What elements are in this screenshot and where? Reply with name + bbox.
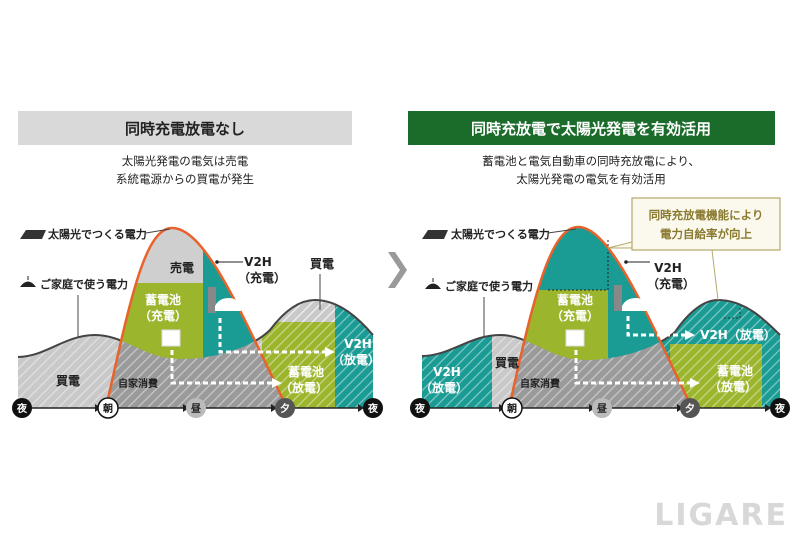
battery-icon [161,329,181,347]
right-battery-discharge-2: （放電） [709,379,757,394]
left-subtitle-2: 系統電源からの買電が発生 [116,172,254,186]
time-night-end: 夜 [774,402,786,415]
solar-panel-icon [20,230,46,239]
left-battery-charge-2: （充電） [139,308,187,323]
right-panel: 同時充放電で太陽光発電を有効活用 蓄電池と電気自動車の同時充放電により、 太陽光… [408,111,790,419]
charger-icon [208,287,216,313]
right-solar-curve [507,225,694,409]
right-v2h-charge-2: （充電） [647,276,695,291]
time-night-end: 夜 [367,402,379,415]
left-buy-evening-label: 買電 [310,257,334,271]
time-morning: 朝 [103,402,113,415]
callout-box: 同時充放電機能により 電力自給率が向上 [607,197,781,301]
left-v2h-charge-2: （充電） [238,270,286,285]
left-panel: 同時充電放電なし 太陽光発電の電気は売電 系統電源からの買電が発生 [12,111,383,419]
left-timeline: 夜 朝 昼 夕 夜 [12,397,383,419]
left-v2h-discharge-2: （放電） [332,352,380,367]
right-v2h-night-1: V2H [433,365,461,379]
lamp-icon [425,278,441,289]
left-self-consumption-label: 自家消費 [118,377,158,390]
v2h-flow-arrow [626,316,685,337]
left-battery-discharge-2: （放電） [280,380,328,395]
arrowhead [325,347,335,357]
time-evening: 夕 [280,402,290,415]
dotted-guide [722,308,741,319]
chevron-right-icon [388,252,407,288]
left-v2h-discharge-1: V2H [344,337,372,351]
left-battery-discharge-1: 蓄電池 [288,364,324,379]
left-sell-label: 売電 [170,260,194,275]
right-v2h-charge-1: V2H [654,261,682,275]
solar-panel-icon [422,230,448,239]
battery-icon [565,329,585,347]
car-icon [622,298,648,311]
right-battery-discharge-1: 蓄電池 [717,363,753,378]
arrowhead [690,378,700,388]
right-header-bar [408,111,775,145]
left-solar-label: 太陽光でつくる電力 [47,227,147,241]
left-battery-charge-1: 蓄電池 [145,292,181,307]
leader-line [145,228,171,234]
right-battery-charge-2: （充電） [551,308,599,323]
right-subtitle-1: 蓄電池と電気自動車の同時充放電により、 [482,154,700,168]
dotted-guide [548,238,609,291]
right-home-label: ご家庭で使う電力 [445,279,533,293]
left-solar-curve [104,226,289,409]
left-buy-night-label: 買電 [56,374,80,388]
right-battery-charge-1: 蓄電池 [557,292,593,307]
right-subtitle-2: 太陽光発電の電気を有効活用 [516,172,666,186]
left-home-label: ご家庭で使う電力 [40,277,128,291]
time-night: 夜 [414,402,426,415]
left-v2h-charge-1: V2H [244,255,272,269]
left-header: 同時充電放電なし [125,120,245,138]
battery-flow-arrow [574,350,690,385]
left-subtitle-1: 太陽光発電の電気は売電 [122,154,249,168]
arrowhead [272,378,282,388]
time-morning: 朝 [507,402,517,415]
left-header-bar [18,111,352,145]
right-header: 同時充放電で太陽光発電を有効活用 [471,120,711,138]
right-v2h-night-2: （放電） [420,380,468,395]
leader-line [547,228,577,234]
time-night: 夜 [16,402,28,415]
right-v2h-discharge: V2H（放電） [700,327,776,342]
arrowhead [685,330,695,340]
watermark-logo: LIGARE [654,498,788,533]
callout-line-1: 同時充放電機能により [649,208,764,222]
car-icon [215,298,241,311]
right-self-consumption-label: 自家消費 [520,377,560,390]
time-noon: 昼 [597,403,607,415]
battery-flow-arrow [170,350,272,385]
lamp-icon [20,276,36,287]
time-noon: 昼 [191,403,201,415]
callout-line-2: 電力自給率が向上 [660,227,752,241]
right-timeline: 夜 朝 昼 夕 夜 [410,397,790,419]
charger-icon [614,285,622,311]
time-evening: 夕 [685,402,695,415]
right-solar-label: 太陽光でつくる電力 [450,227,550,241]
v2h-flow-arrow [218,318,325,354]
right-buy-morning-label: 買電 [495,356,519,370]
